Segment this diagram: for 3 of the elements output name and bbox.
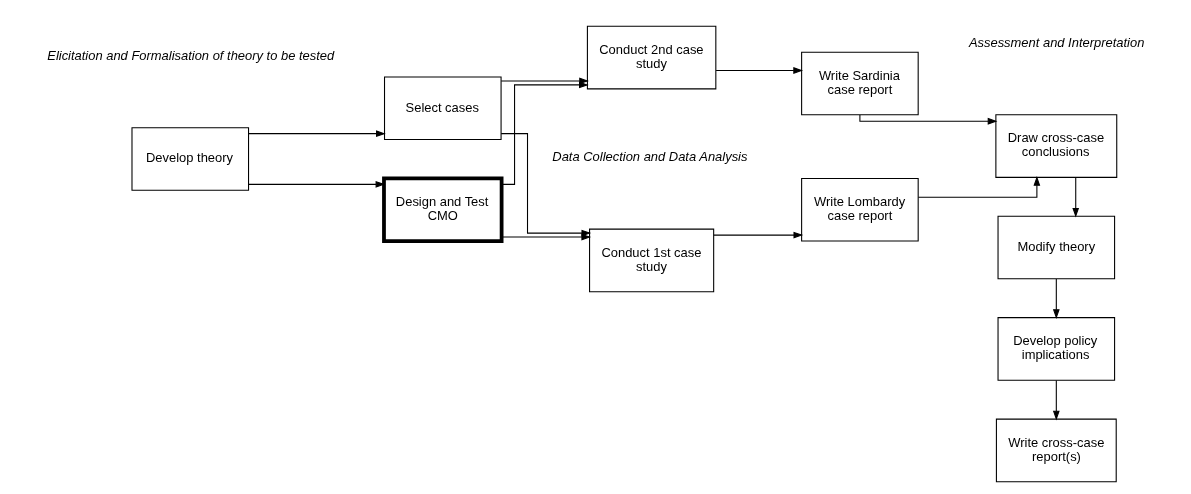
label: Elicitation and Formalisation of theory to be tested: [47, 47, 335, 63]
label: Assessment and Interpretation: [968, 34, 1145, 50]
label: Data Collection and Data Analysis: [552, 148, 748, 164]
